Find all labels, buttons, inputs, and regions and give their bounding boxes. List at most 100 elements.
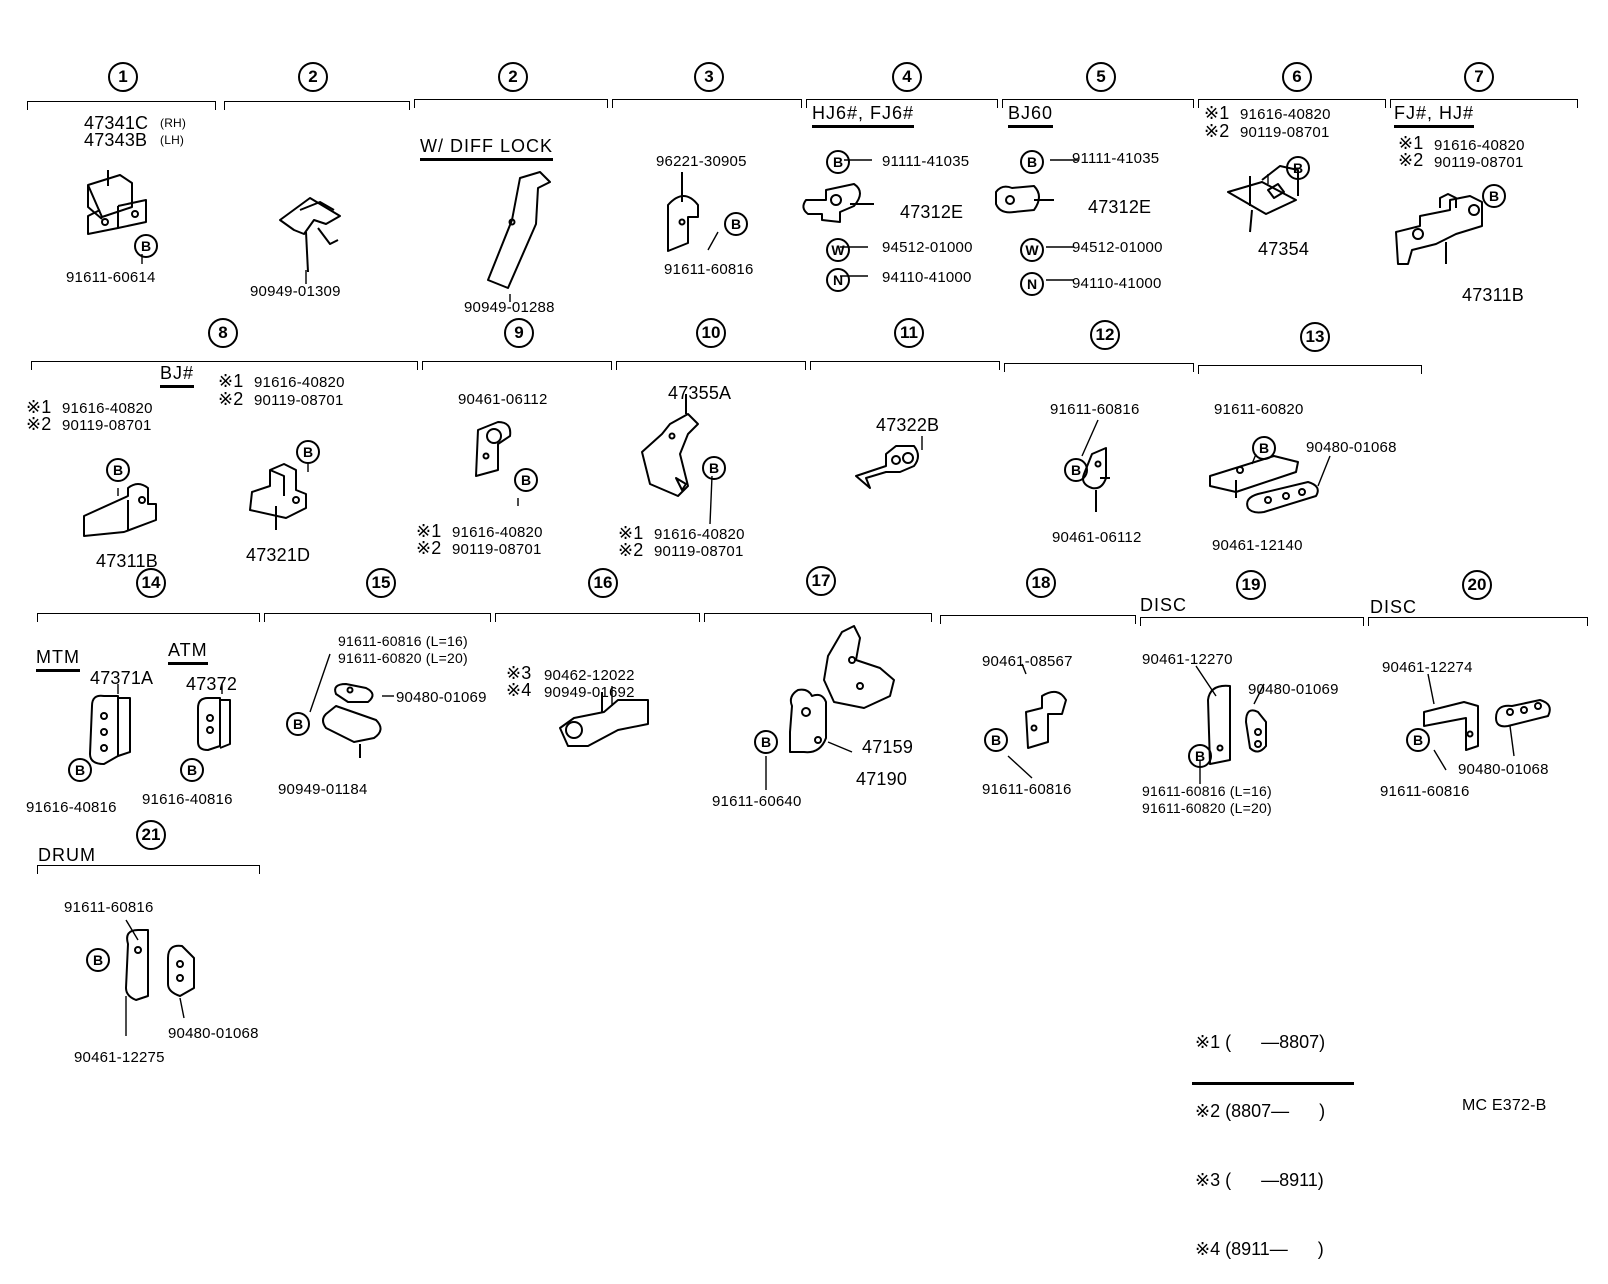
bolt-callout: B bbox=[1406, 728, 1430, 752]
parts-diagram: 1 2 2 3 4 5 6 7 8 9 10 11 12 13 14 15 16… bbox=[26, 62, 1588, 1259]
part-91616-40820-s10: 91616-40820 bbox=[654, 526, 745, 543]
bolt-callout: B bbox=[180, 758, 204, 782]
part-90119-08701-s8b: 90119-08701 bbox=[254, 392, 344, 409]
heading-bj60: BJ60 bbox=[1008, 104, 1054, 128]
part-91111-41035-bj60: 91111-41035 bbox=[1072, 150, 1160, 167]
part-90461-06112: 90461-06112 bbox=[458, 391, 548, 408]
clip-90949-01309-icon bbox=[279, 197, 341, 273]
clamp-90949-01692-icon bbox=[559, 692, 649, 747]
section-number-3: 3 bbox=[694, 62, 724, 92]
washer-callout: W bbox=[826, 238, 850, 262]
heading-diff-lock: W/ DIFF LOCK bbox=[420, 137, 553, 161]
section-number-2a: 2 bbox=[298, 62, 328, 92]
section-number-15: 15 bbox=[366, 568, 396, 598]
part-91611-60640: 91611-60640 bbox=[712, 793, 802, 810]
union-47312e-bj60-icon bbox=[995, 185, 1054, 214]
part-90949-01288: 90949-01288 bbox=[464, 299, 555, 316]
junction-47321d-icon bbox=[249, 463, 307, 530]
part-90119-08701-s10: 90119-08701 bbox=[654, 543, 744, 560]
junction-47311b-bj-icon bbox=[83, 483, 157, 537]
part-90119-08701-s8a: 90119-08701 bbox=[62, 417, 152, 434]
clamp-47372-icon bbox=[197, 697, 231, 751]
clamp-96221-30905-icon bbox=[667, 172, 699, 252]
section-number-20: 20 bbox=[1462, 570, 1492, 600]
note-mark-4: ※4 bbox=[506, 680, 532, 700]
part-47372: 47372 bbox=[186, 674, 238, 694]
heading-drum: DRUM bbox=[38, 845, 96, 865]
section-bracket-2b bbox=[414, 99, 608, 108]
part-91616-40820-s8a: 91616-40820 bbox=[62, 400, 153, 417]
part-94512-01000-bj60: 94512-01000 bbox=[1072, 239, 1163, 256]
part-90119-08701-s7: 90119-08701 bbox=[1434, 154, 1524, 171]
part-91616-40820-s7: 91616-40820 bbox=[1434, 137, 1525, 154]
bracket-47159-icon bbox=[823, 625, 895, 709]
plate-90949-01288-icon bbox=[487, 171, 551, 289]
section-number-12: 12 bbox=[1090, 320, 1120, 350]
part-94110-41000: 94110-41000 bbox=[882, 269, 972, 286]
heading-disc-19: DISC bbox=[1140, 595, 1188, 615]
part-91611-60816-l16-s19: 91611-60816 (L=16) bbox=[1142, 783, 1272, 799]
bolt-callout: B bbox=[1286, 156, 1310, 180]
part-90461-12275: 90461-12275 bbox=[74, 1049, 165, 1066]
bolt-callout: B bbox=[1252, 436, 1276, 460]
heading-bj: BJ# bbox=[160, 364, 195, 388]
part-91616-40820: 91616-40820 bbox=[1240, 106, 1331, 123]
part-91616-40816-atm: 91616-40816 bbox=[142, 791, 233, 808]
section-bracket-8 bbox=[31, 361, 418, 370]
clamp-47371a-icon bbox=[89, 694, 131, 765]
part-90462-12022: 90462-12022 bbox=[544, 667, 635, 684]
note-mark-3: ※3 bbox=[506, 663, 532, 683]
section-number-8: 8 bbox=[208, 318, 238, 348]
part-90461-12140: 90461-12140 bbox=[1212, 537, 1303, 554]
section-number-4: 4 bbox=[892, 62, 922, 92]
section-bracket-12 bbox=[1004, 363, 1194, 372]
bracket-47322b-icon bbox=[855, 445, 919, 489]
washer-callout: W bbox=[1020, 238, 1044, 262]
section-bracket-7 bbox=[1390, 99, 1578, 108]
part-91611-60816-s20: 91611-60816 bbox=[1380, 783, 1470, 800]
section-number-18: 18 bbox=[1026, 568, 1056, 598]
section-bracket-14 bbox=[37, 613, 260, 622]
part-91611-60614: 91611-60614 bbox=[66, 269, 156, 286]
bracket-47355a-icon bbox=[641, 394, 699, 497]
section-bracket-19 bbox=[1140, 617, 1364, 626]
clamp-90461-12270-icon bbox=[1207, 684, 1267, 765]
heading-disc-20: DISC bbox=[1370, 597, 1418, 617]
part-90461-06112-s12: 90461-06112 bbox=[1052, 529, 1142, 546]
part-47312e-bj60: 47312E bbox=[1088, 197, 1152, 217]
clamp-90461-06112-s12-icon bbox=[1082, 447, 1110, 512]
bolt-callout: B bbox=[1020, 150, 1044, 174]
note-mark-1: ※1 bbox=[218, 371, 244, 391]
section-number-7: 7 bbox=[1464, 62, 1494, 92]
heading-hj6-fj6: HJ6#, FJ6# bbox=[812, 104, 915, 128]
part-91611-60816: 91611-60816 bbox=[664, 261, 754, 278]
section-bracket-18 bbox=[940, 615, 1136, 624]
part-90480-01068: 90480-01068 bbox=[1306, 439, 1397, 456]
bolt-callout: B bbox=[702, 456, 726, 480]
bolt-callout: B bbox=[1482, 184, 1506, 208]
part-90949-01309: 90949-01309 bbox=[250, 283, 341, 300]
bolt-callout: B bbox=[1064, 458, 1088, 482]
section-number-21: 21 bbox=[136, 820, 166, 850]
section-bracket-1 bbox=[27, 101, 216, 110]
part-90949-01184: 90949-01184 bbox=[278, 781, 368, 798]
section-number-2b: 2 bbox=[498, 62, 528, 92]
part-91616-40820-s9: 91616-40820 bbox=[452, 524, 543, 541]
part-94512-01000: 94512-01000 bbox=[882, 239, 973, 256]
bolt-callout: B bbox=[984, 728, 1008, 752]
note-mark-2: ※2 bbox=[618, 540, 644, 560]
section-bracket-2a bbox=[224, 101, 410, 110]
bolt-callout: B bbox=[1188, 744, 1212, 768]
section-number-17: 17 bbox=[806, 566, 836, 596]
bolt-callout: B bbox=[724, 212, 748, 236]
clamp-90461-12275-icon bbox=[125, 929, 195, 1001]
part-47355a: 47355A bbox=[668, 383, 732, 403]
part-47321d: 47321D bbox=[246, 545, 311, 565]
nut-callout: N bbox=[826, 268, 850, 292]
valve-47190-icon bbox=[789, 688, 827, 754]
part-90480-01069-s19: 90480-01069 bbox=[1248, 681, 1339, 698]
section-number-19: 19 bbox=[1236, 570, 1266, 600]
part-47354: 47354 bbox=[1258, 239, 1310, 259]
part-91611-60820: 91611-60820 bbox=[1214, 401, 1304, 418]
section-bracket-10 bbox=[616, 361, 806, 370]
